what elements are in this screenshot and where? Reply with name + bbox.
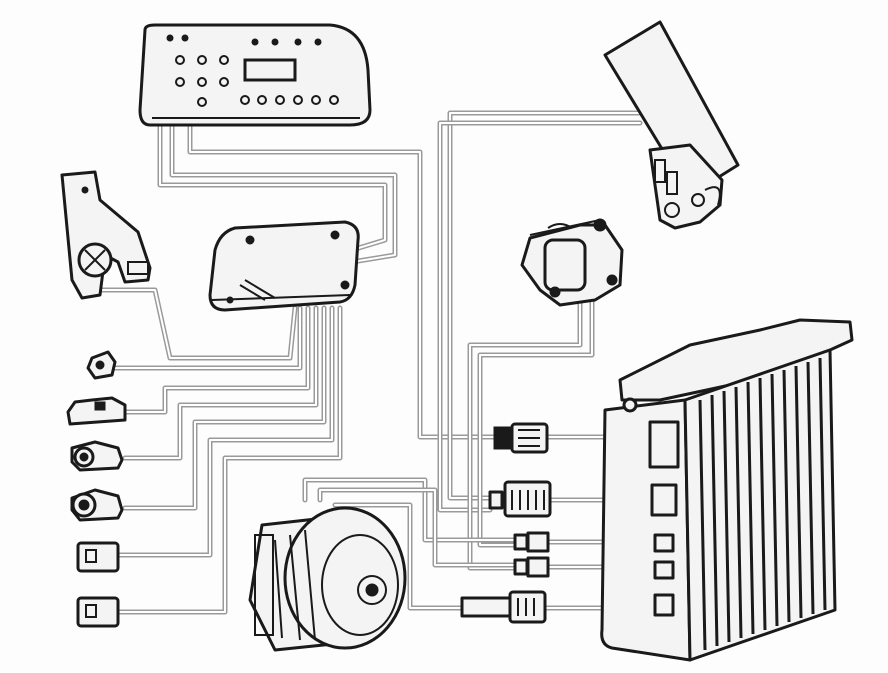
hub-motor-icon: [248, 506, 407, 652]
bracket-sensor-icon: [60, 170, 152, 300]
small-connector-1: [513, 531, 550, 553]
small-sensor-3: [70, 440, 124, 472]
multi-pin-connector-1: [488, 480, 552, 518]
small-sensor-1: [86, 350, 117, 380]
db-connector: [493, 422, 549, 454]
small-sensor-5: [76, 541, 120, 573]
small-sensor-2: [66, 396, 127, 426]
junction-box-icon: [208, 220, 360, 312]
control-panel-icon: [138, 23, 372, 127]
small-connector-2: [513, 556, 550, 578]
small-sensor-6: [76, 596, 120, 628]
controller-heatsink-icon: [600, 318, 854, 662]
multi-pin-connector-2: [460, 590, 547, 624]
servo-actuator-icon: [520, 218, 624, 307]
pedal-sensor-icon: [603, 20, 740, 230]
small-sensor-4: [70, 488, 124, 522]
